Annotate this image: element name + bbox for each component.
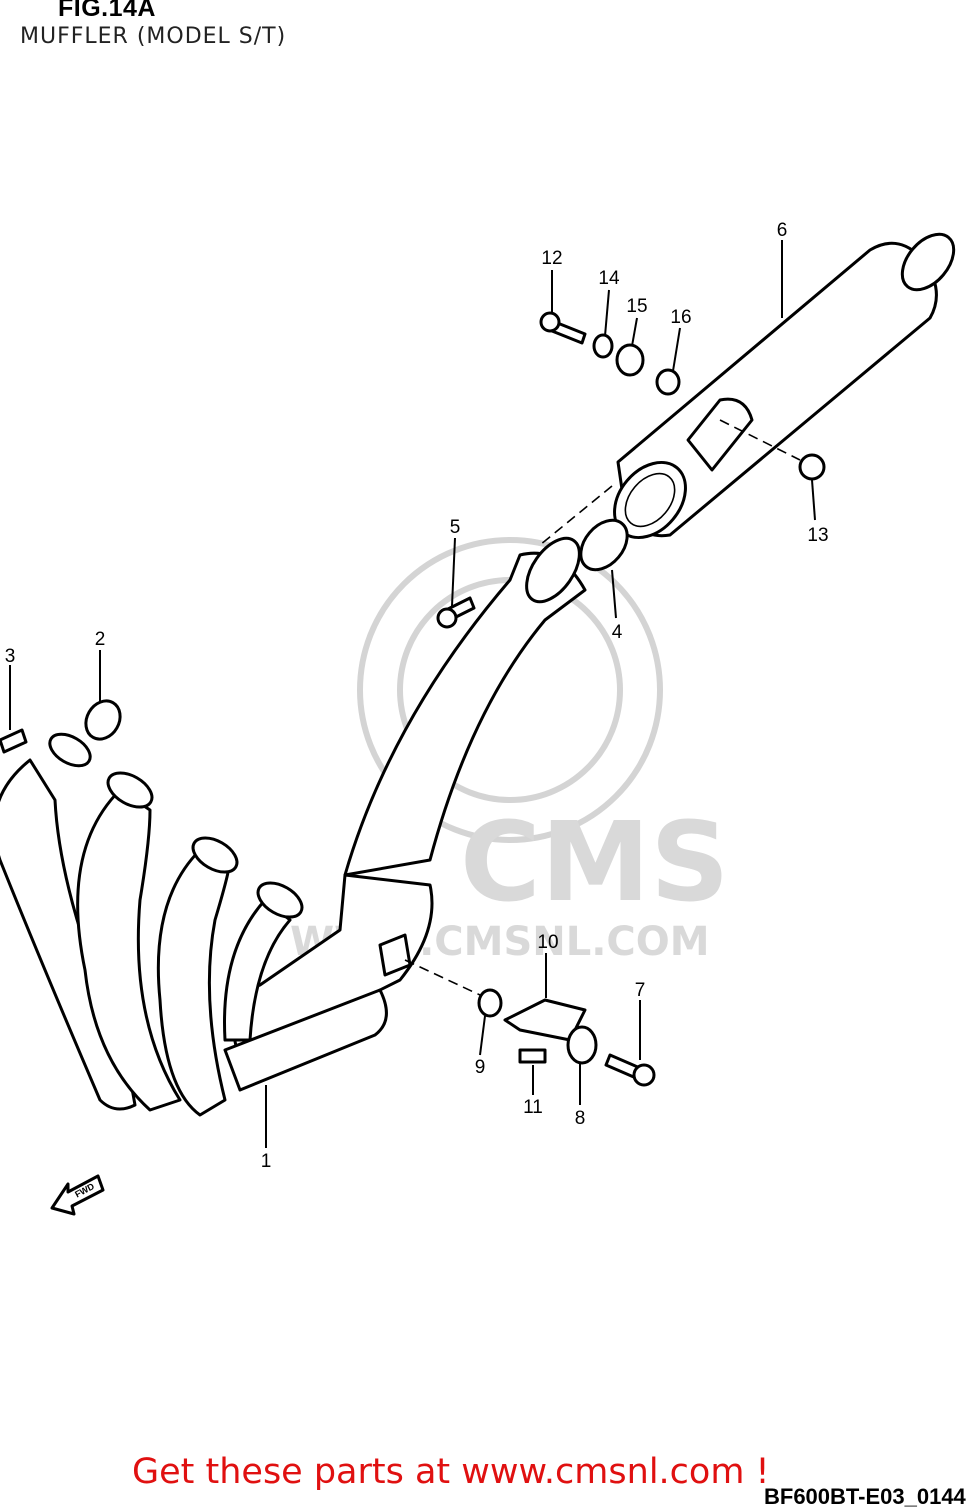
part-15-cushion[interactable]: [615, 343, 645, 377]
callout-14: 14: [598, 268, 620, 289]
part-4-gasket[interactable]: [571, 511, 636, 578]
callout-12: 12: [541, 248, 562, 269]
part-8-cushion[interactable]: [566, 1025, 598, 1065]
part-2-gasket[interactable]: [79, 695, 127, 746]
part-6-silencer[interactable]: [600, 225, 964, 552]
callout-2: 2: [95, 629, 106, 650]
callout-11: 11: [523, 1097, 543, 1118]
part-5-bolt[interactable]: [436, 596, 476, 629]
callout-13: 13: [807, 525, 828, 546]
figure-subtitle: MUFFLER (MODEL S/T): [20, 24, 287, 49]
part-9-collar[interactable]: [477, 988, 503, 1018]
callout-8: 8: [575, 1108, 586, 1129]
part-16-collar[interactable]: [655, 368, 681, 396]
callout-5: 5: [450, 517, 461, 538]
callout-4: 4: [612, 622, 623, 643]
callout-7: 7: [635, 980, 646, 1001]
figure-title: FIG.14A: [58, 0, 156, 22]
callout-16: 16: [670, 307, 691, 328]
drawing-reference-code: BF600BT-E03_0144: [764, 1484, 966, 1509]
callout-6: 6: [777, 220, 788, 241]
callout-3: 3: [5, 646, 16, 667]
callout-10: 10: [537, 932, 558, 953]
part-3-stud-bolt[interactable]: [0, 728, 28, 754]
part-11-nut[interactable]: [518, 1048, 547, 1064]
part-14-washer[interactable]: [592, 333, 614, 359]
callout-15: 15: [626, 296, 647, 317]
part-13-nut[interactable]: [798, 453, 826, 481]
footer-parts-link[interactable]: Get these parts at www.cmsnl.com !: [132, 1452, 770, 1492]
part-7-bolt[interactable]: [604, 1053, 656, 1087]
part-10-bracket[interactable]: [503, 998, 587, 1042]
fwd-arrow-icon: FWD: [50, 1174, 105, 1216]
leader-lines: [9, 240, 816, 1148]
part-1-exhaust-pipe[interactable]: [0, 529, 590, 1117]
callout-9: 9: [475, 1057, 486, 1078]
callout-1: 1: [261, 1151, 272, 1172]
watermark-brand: CMS: [460, 798, 729, 926]
part-12-bolt[interactable]: [539, 311, 587, 345]
callout-labels: 1 2 3 4 5 6 7 8 9 10 11 12 13 14 15 16: [5, 220, 829, 1172]
